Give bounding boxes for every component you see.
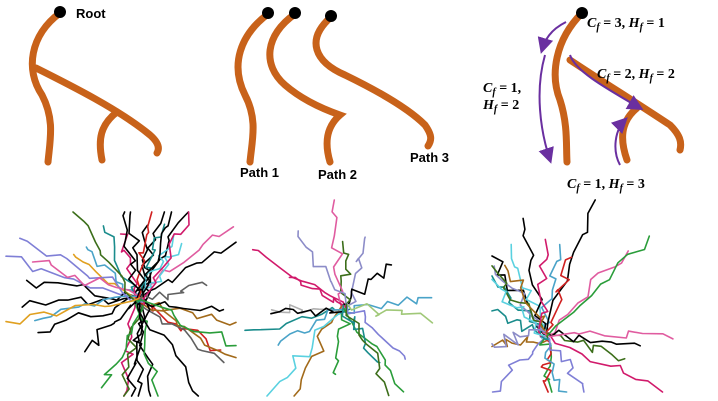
trace-branch (72, 211, 138, 304)
trace-branch (347, 303, 434, 324)
trace-branch (31, 259, 144, 300)
trace-branch (137, 296, 154, 397)
trace-branch (491, 329, 546, 348)
trace-branch (34, 295, 140, 322)
path-3-label: Path 3 (410, 150, 449, 165)
annotation-right: Cf = 2, Hf = 2 (597, 67, 675, 84)
tree-panel-annotated: Cf = 3, Hf = 1 Cf = 2, Hf = 2 Cf = 1, Hf… (482, 7, 685, 194)
trace-branch (547, 235, 651, 337)
trace-branch (297, 230, 347, 307)
trace-branch (136, 211, 153, 302)
trace-branch (135, 241, 237, 301)
trace-branch (100, 304, 145, 389)
trace-branch (491, 337, 546, 393)
trace-branch (547, 332, 664, 393)
root-node (54, 6, 66, 18)
trace-branch (137, 298, 225, 312)
trace-branch (133, 294, 159, 397)
annotation-left-h: Hf = 2 (482, 98, 519, 115)
trace-branch (21, 296, 137, 308)
trace-branch (277, 307, 348, 346)
tree-panel-paths: Path 1 Path 2 Path 3 (234, 7, 449, 182)
annotation-top: Cf = 3, Hf = 1 (587, 16, 665, 33)
path-2-label: Path 2 (318, 167, 357, 182)
trace-branch (332, 305, 351, 376)
neuron-tracing-middle (244, 199, 434, 397)
trace-branch (491, 278, 546, 337)
neuron-tracing-right (491, 199, 674, 393)
trace-branch (84, 296, 141, 353)
trace-branch (345, 303, 390, 397)
trace-branch (504, 264, 548, 335)
trace-branch (522, 217, 547, 334)
trace-branch (139, 211, 173, 298)
trace-branch (339, 240, 352, 304)
tree-panel-root: Root (28, 6, 162, 166)
arrow-path-4 (610, 117, 628, 166)
path-1-branch (234, 10, 272, 166)
trace-branch (137, 302, 225, 364)
trace-branch (348, 236, 366, 306)
path-2-branch (266, 10, 347, 166)
path-2-root-node (289, 7, 301, 19)
path-1-root-node (262, 7, 274, 19)
trace-branch (548, 337, 585, 393)
trace-branch (491, 275, 543, 335)
trace-branch (346, 303, 406, 360)
trace-branch (136, 298, 151, 397)
trace-branch (293, 305, 343, 397)
annotation-bottom: Cf = 1, Hf = 3 (567, 177, 645, 194)
trace-branch (135, 299, 237, 347)
trace-branch (545, 199, 596, 334)
trace-branch (138, 281, 208, 302)
trace-branch (19, 237, 145, 303)
trace-branch (138, 298, 237, 326)
trace-branch (139, 242, 183, 299)
annotated-root-node (576, 7, 588, 19)
trace-branch (128, 211, 146, 305)
trace-branch (266, 309, 345, 397)
trace-branch (542, 330, 674, 340)
annotated-trunk (551, 9, 586, 166)
trace-branch (270, 307, 343, 317)
trace-branch (288, 276, 345, 307)
trace-branch (330, 199, 344, 311)
root-label: Root (76, 6, 106, 21)
trace-branch (544, 329, 641, 347)
arrow-path-2 (569, 54, 644, 110)
path-3-root-node (325, 10, 337, 22)
arrow-path-1 (537, 21, 567, 54)
tree-trunk (28, 9, 64, 166)
trace-branch (136, 303, 200, 397)
annotation-left-c: Cf = 1, (483, 81, 521, 98)
trace-branch (5, 295, 145, 325)
trace-branch (135, 226, 235, 298)
path-3-branch (312, 13, 435, 150)
tree-branch-right (32, 64, 162, 157)
trace-branch (548, 334, 626, 362)
trace-branch (491, 308, 549, 340)
trace-branch (120, 297, 136, 397)
trace-branch (341, 304, 381, 364)
trace-branch (142, 211, 190, 306)
trace-branch (122, 211, 141, 305)
trace-branch (545, 256, 573, 333)
trace-branch (536, 238, 549, 337)
trace-branch (510, 243, 548, 341)
annotated-branch-right (566, 56, 685, 154)
trace-branch (102, 225, 138, 302)
arrow-path-3 (538, 54, 554, 164)
annotated-branch-mid (619, 104, 641, 164)
trace-branch (540, 250, 629, 339)
neuron-tracing-left (5, 211, 237, 397)
path-1-label: Path 1 (240, 165, 279, 180)
tree-branch-mid (96, 108, 121, 164)
